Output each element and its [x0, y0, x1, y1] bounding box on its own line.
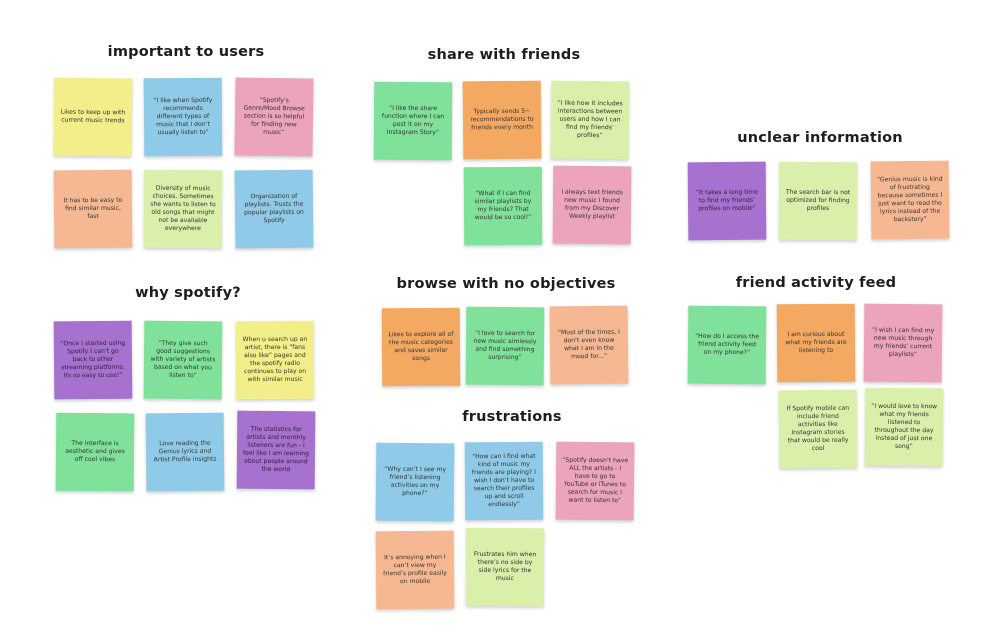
group-title-why-spotify: why spotify?: [135, 285, 241, 301]
sticky-note[interactable]: When u search up an artist, there is “fa…: [235, 320, 315, 400]
sticky-note[interactable]: Typically sends 5~ recommendations to fr…: [462, 80, 542, 160]
sticky-note-text: “What if I can find similar playlists by…: [474, 189, 532, 222]
sticky-note-text: “They give such good suggestions with va…: [150, 339, 216, 380]
sticky-note-text: Love reading the Genius lyrics and Artis…: [153, 439, 217, 464]
sticky-note-text: If Spotify mobile can include friend act…: [786, 404, 850, 453]
sticky-note-text: “Once I started using Spotify I can’t go…: [60, 339, 126, 380]
sticky-note-text: The search bar is not optimized for find…: [785, 188, 851, 213]
sticky-note-text: “I like when Spotify recommends differen…: [153, 96, 213, 137]
group-title-browse-with-no-objectives: browse with no objectives: [396, 276, 616, 292]
sticky-note-text: “How can I find what kind of music my fr…: [471, 452, 536, 509]
sticky-note-text: “I wish I can find my new music through …: [871, 326, 935, 359]
sticky-note[interactable]: “I like how it includes interactions bet…: [550, 80, 630, 160]
sticky-note[interactable]: “Spotify doesn’t have ALL the artists - …: [555, 441, 635, 521]
sticky-note-text: Likes to keep up with current music tren…: [60, 108, 126, 125]
sticky-note[interactable]: The statistics for artists and monthly l…: [236, 410, 316, 490]
sticky-note[interactable]: “I like the share function where I can p…: [373, 81, 453, 161]
sticky-note-text: The interface is aesthetic and gives off…: [65, 439, 125, 464]
sticky-note-text: When u search up an artist, there is “fa…: [242, 335, 308, 384]
sticky-note-text: It has to be easy to find similar music,…: [63, 196, 123, 221]
sticky-note[interactable]: I am curious about what my friends are l…: [776, 303, 856, 383]
sticky-note-text: “Spotify’s Genre/Mood Browse section is …: [243, 96, 305, 137]
sticky-note[interactable]: “What if I can find similar playlists by…: [463, 166, 543, 246]
sticky-note-text: The statistics for artists and monthly l…: [243, 425, 309, 474]
sticky-note[interactable]: Organization of playlists. Trusts the po…: [234, 169, 314, 249]
sticky-note[interactable]: “I love to search for new music aimlessl…: [465, 306, 545, 386]
sticky-note-text: “Most of the times, I don’t even know wh…: [557, 328, 620, 361]
sticky-note[interactable]: “How can I find what kind of music my fr…: [464, 441, 544, 521]
sticky-note[interactable]: “How do I access the friend activity fee…: [687, 305, 767, 385]
sticky-note[interactable]: Love reading the Genius lyrics and Artis…: [145, 412, 225, 492]
sticky-note-text: It’s annoying when I can’t view my frien…: [383, 553, 447, 586]
sticky-note[interactable]: “Once I started using Spotify I can’t go…: [53, 320, 133, 400]
sticky-note-text: Organization of playlists. Trusts the po…: [244, 192, 304, 225]
sticky-note[interactable]: “I wish I can find my new music through …: [863, 303, 943, 383]
sticky-note-text: Likes to explore all of the music catego…: [388, 330, 454, 363]
sticky-note[interactable]: The interface is aesthetic and gives off…: [55, 412, 135, 492]
sticky-note[interactable]: “Most of the times, I don’t even know wh…: [549, 305, 629, 385]
sticky-note-text: I always text friends new music I found …: [561, 188, 623, 221]
sticky-note-text: “I like how it includes interactions bet…: [557, 99, 623, 140]
sticky-note[interactable]: Frustrates him when there’s no side by s…: [465, 527, 545, 607]
group-title-share-with-friends: share with friends: [427, 47, 581, 63]
sticky-note[interactable]: “I would love to know what my friends li…: [864, 387, 944, 467]
sticky-note-text: “I like the share function where I can p…: [381, 104, 445, 137]
sticky-note[interactable]: If Spotify mobile can include friend act…: [778, 389, 858, 469]
sticky-note[interactable]: Diversity of music choices. Sometimes sh…: [143, 169, 223, 249]
sticky-note[interactable]: Likes to keep up with current music tren…: [53, 77, 133, 157]
sticky-note-text: “I love to search for new music aimlessl…: [473, 329, 537, 362]
group-title-unclear-information: unclear information: [737, 130, 903, 146]
sticky-note-text: Diversity of music choices. Sometimes sh…: [150, 184, 216, 233]
sticky-note[interactable]: It’s annoying when I can’t view my frien…: [375, 530, 455, 610]
group-title-friend-activity-feed: friend activity feed: [735, 275, 897, 291]
sticky-note[interactable]: “Why can’t I see my friend’s listening a…: [375, 442, 455, 522]
sticky-note-text: “Spotify doesn’t have ALL the artists - …: [562, 456, 629, 505]
sticky-note[interactable]: The search bar is not optimized for find…: [778, 161, 858, 241]
sticky-note[interactable]: I always text friends new music I found …: [552, 165, 632, 245]
sticky-note[interactable]: Likes to explore all of the music catego…: [381, 307, 461, 387]
sticky-note-text: “How do I access the friend activity fee…: [695, 332, 760, 357]
sticky-note-text: I am curious about what my friends are l…: [785, 330, 847, 355]
sticky-note[interactable]: “They give such good suggestions with va…: [143, 320, 223, 400]
sticky-note-text: “Genius music is kind of frustrating bec…: [876, 175, 943, 224]
sticky-note[interactable]: “I like when Spotify recommends differen…: [143, 77, 223, 157]
group-title-important-to-users: important to users: [107, 44, 265, 60]
sticky-note[interactable]: “Spotify’s Genre/Mood Browse section is …: [234, 77, 314, 157]
sticky-note[interactable]: “It takes a long time to find my friends…: [687, 161, 767, 241]
group-title-frustrations: frustrations: [462, 409, 562, 425]
sticky-note[interactable]: It has to be easy to find similar music,…: [53, 169, 133, 249]
sticky-note-text: “It takes a long time to find my friends…: [695, 188, 759, 213]
sticky-note-text: Frustrates him when there’s no side by s…: [473, 550, 537, 583]
sticky-note[interactable]: “Genius music is kind of frustrating bec…: [870, 160, 950, 240]
sticky-note-text: “Why can’t I see my friend’s listening a…: [384, 465, 446, 498]
sticky-note-text: “I would love to know what my friends li…: [871, 402, 938, 451]
sticky-note-text: Typically sends 5~ recommendations to fr…: [470, 107, 534, 132]
